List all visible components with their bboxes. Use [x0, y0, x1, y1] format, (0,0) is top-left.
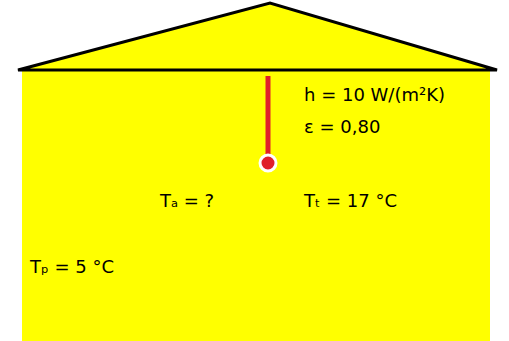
house-roof	[18, 3, 497, 70]
quantity-label: Tₚ = 5 °C	[30, 256, 114, 278]
quantity-label: ε = 0,80	[304, 116, 380, 138]
quantity-label: h = 10 W/(m²K)	[304, 84, 445, 106]
house-body	[22, 70, 490, 341]
thermometer-bulb	[260, 155, 276, 171]
quantity-label: Tₐ = ?	[160, 190, 214, 212]
thermometer-stem	[266, 76, 271, 160]
quantity-label: Tₜ = 17 °C	[304, 190, 397, 212]
